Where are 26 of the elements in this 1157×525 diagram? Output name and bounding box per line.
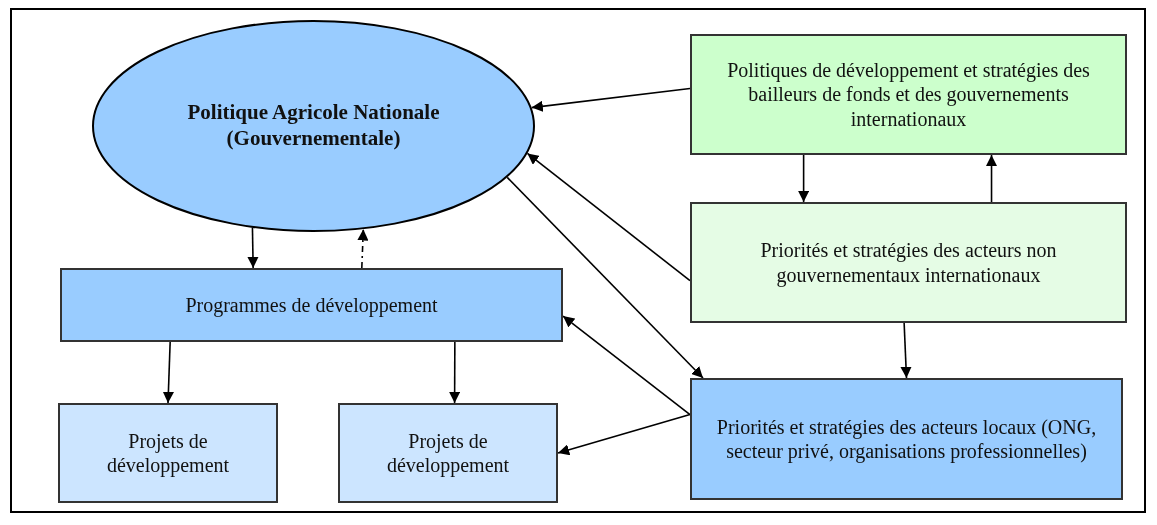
arrow	[562, 315, 691, 416]
arrow	[985, 154, 998, 203]
node-label: Priorités et stratégies des acteurs non gouvernementaux internationaux	[759, 238, 1058, 287]
node-label: Projets de développement	[105, 428, 231, 478]
arrow	[162, 341, 174, 404]
node-label: Priorités et stratégies des acteurs locaux (ONG, secteur privé, organisations professionnelles)	[715, 414, 1098, 464]
arrow	[449, 341, 461, 404]
arrow	[506, 176, 704, 379]
arrow	[798, 154, 810, 203]
node-label: Programmes de développement	[184, 292, 439, 318]
arrow	[530, 87, 691, 112]
process-box	[338, 403, 558, 503]
node-label: Politiques de développement et stratégies des bailleurs de fonds et des gouvernements internationaux	[726, 57, 1091, 132]
node-label: Projets de développement	[385, 428, 511, 478]
arrow	[557, 413, 691, 456]
node-label: Politique Agricole Nationale (Gouvernementale)	[186, 100, 441, 152]
dashed-arrow	[357, 228, 369, 269]
arrow	[526, 152, 691, 282]
ellipse-node	[92, 20, 535, 232]
process-box	[690, 202, 1127, 323]
arrow	[900, 322, 912, 379]
process-box	[60, 268, 563, 342]
process-box	[690, 34, 1127, 155]
process-box	[690, 378, 1123, 500]
process-box	[58, 403, 278, 503]
arrow	[247, 227, 259, 269]
